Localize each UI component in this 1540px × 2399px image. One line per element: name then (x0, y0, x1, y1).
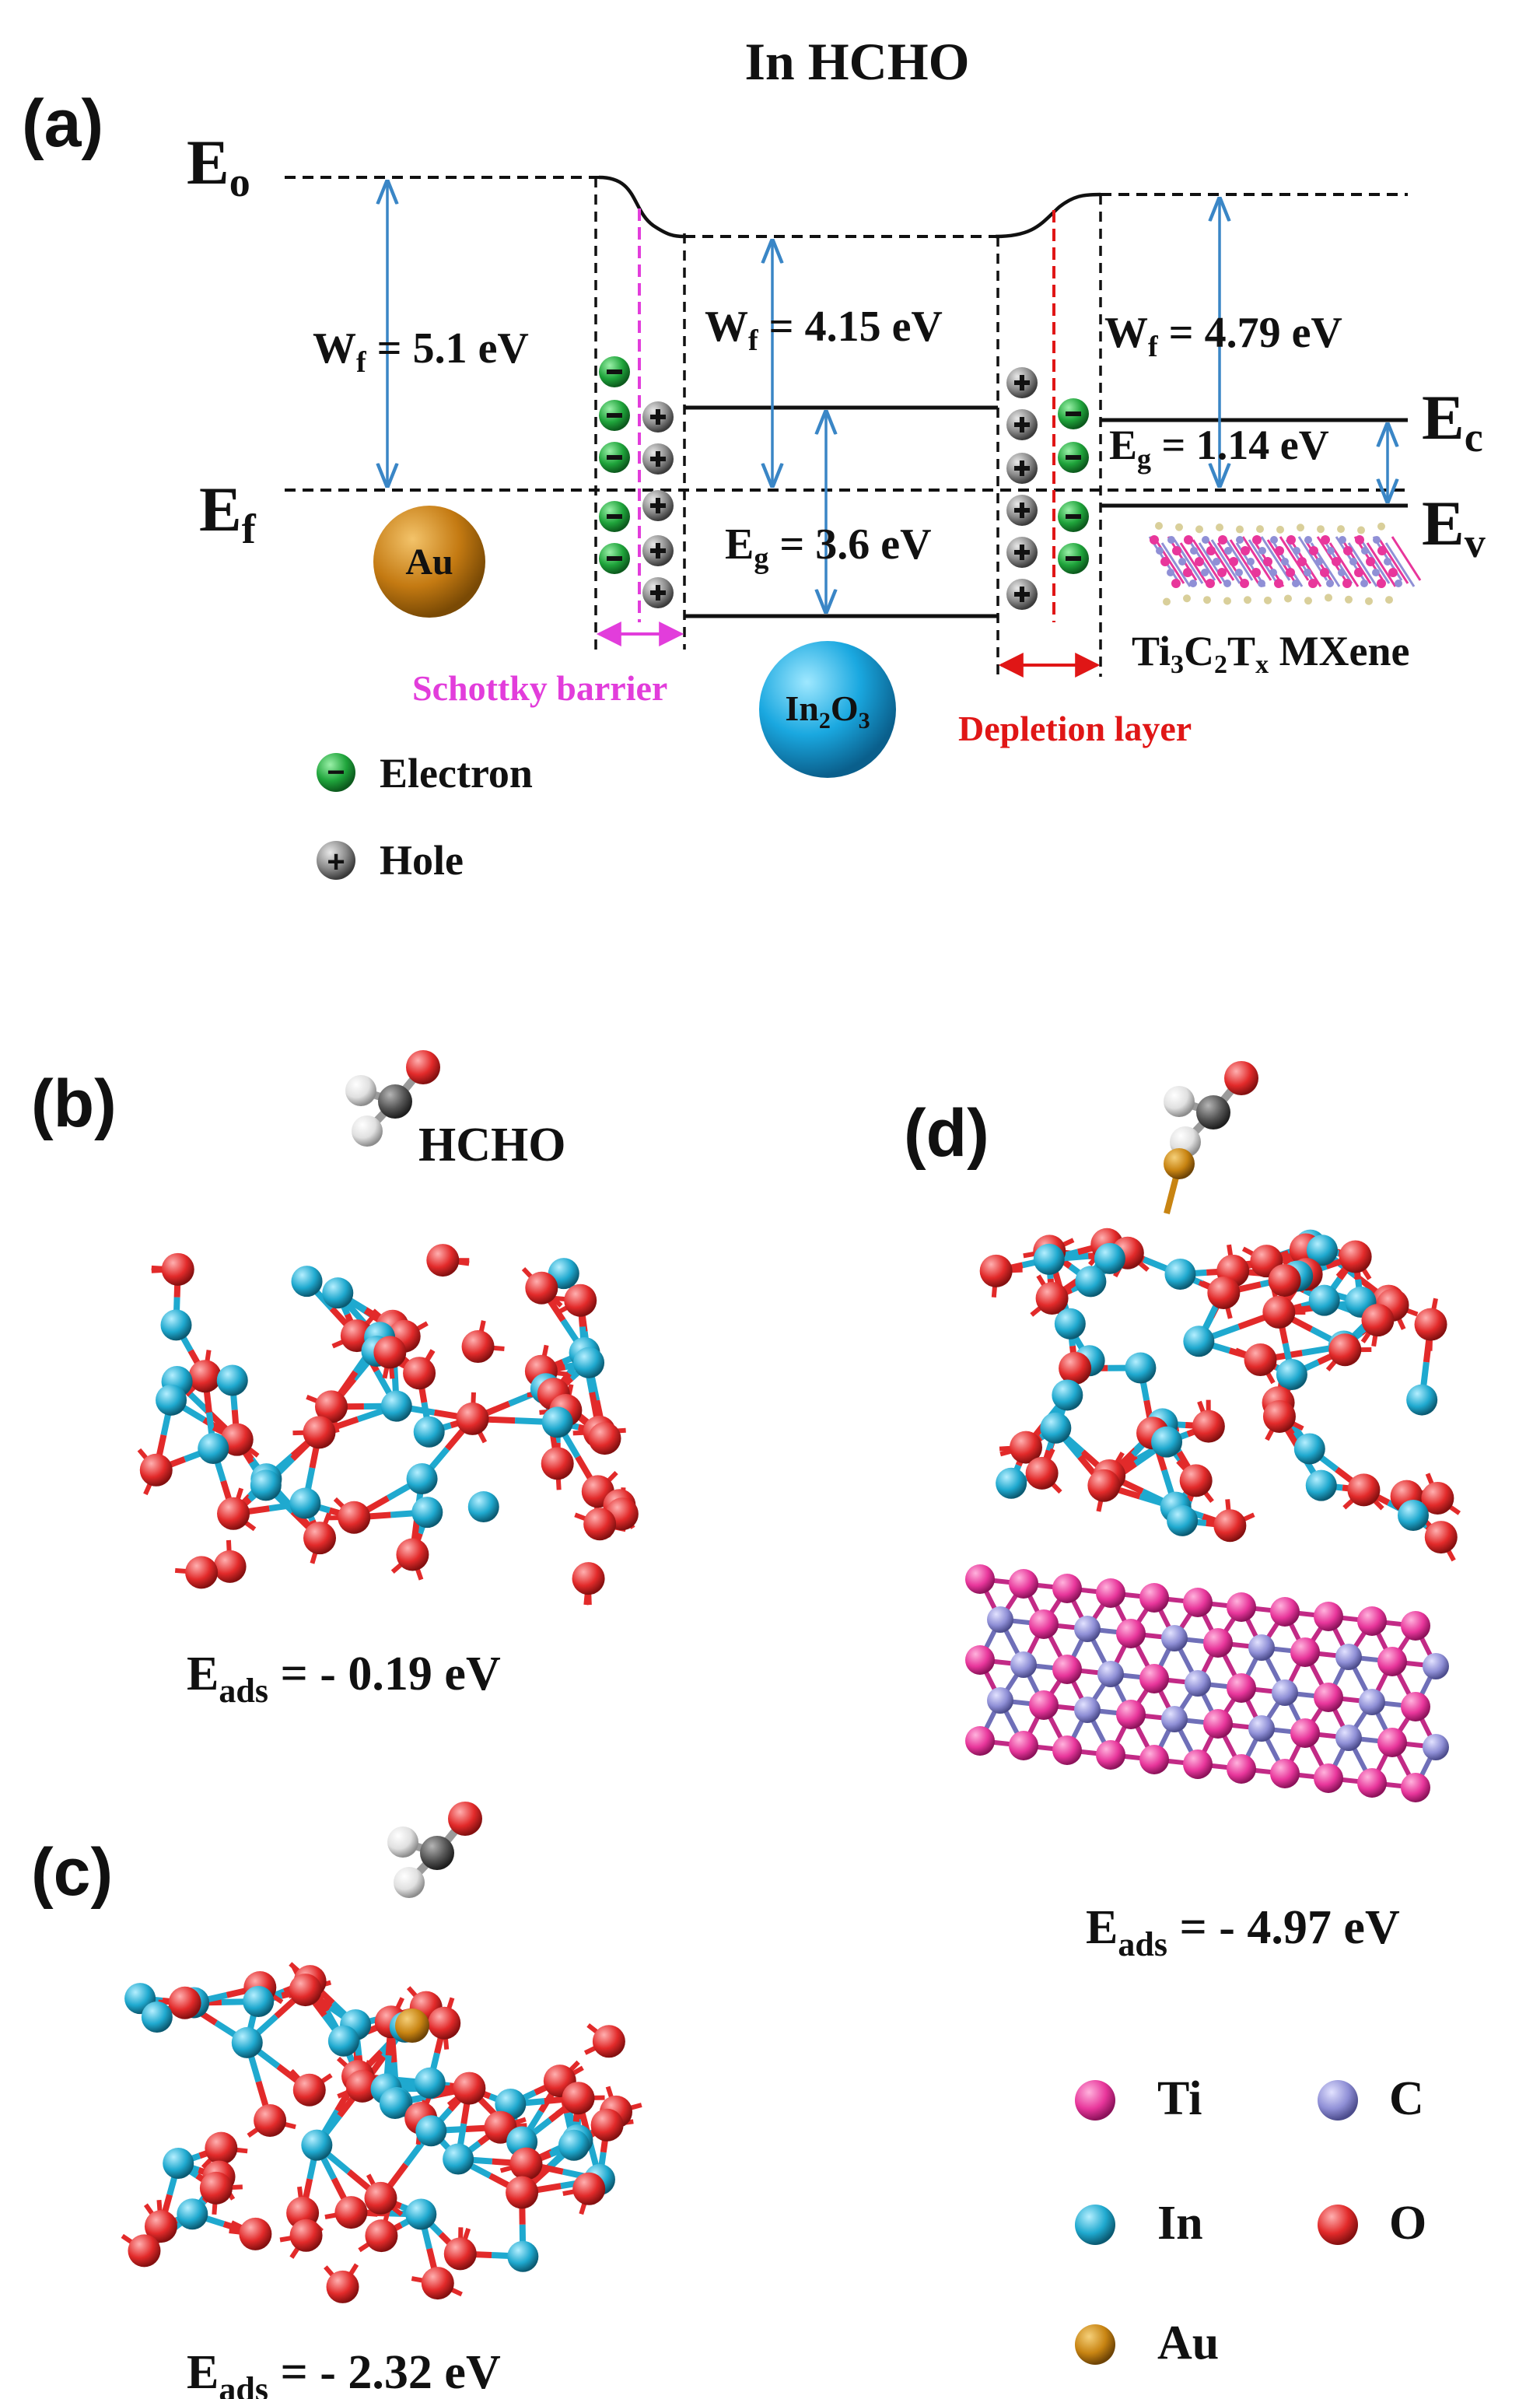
fermi-level-label: Ef (199, 474, 257, 552)
in2o3-cluster-b (137, 1244, 639, 1606)
mxene-eg-label: Eg = 1.14 eV (1109, 422, 1329, 475)
hole-legend-icon (317, 841, 355, 880)
mxene-mini-lattice (1148, 522, 1422, 606)
charge-carriers (599, 356, 1089, 610)
legend-ti-label: Ti (1157, 2072, 1202, 2125)
panel-label-a: (a) (22, 86, 103, 161)
adsorption-energy-d: Eads = - 4.97 eV (1086, 1901, 1400, 1963)
panel-label-b: (b) (31, 1066, 117, 1141)
depletion-layer-label: Depletion layer (958, 709, 1192, 748)
in2o3-sphere-label: In2O3 (785, 688, 870, 734)
electron-legend-sign: − (327, 755, 345, 790)
vacuum-level-line (285, 176, 1408, 238)
electron-carrier (599, 400, 630, 431)
panel-c: (c) Eads = - 2.32 eV (31, 1802, 642, 2399)
electron-carrier (1058, 398, 1089, 429)
legend-au-label: Au (1157, 2317, 1219, 2369)
atom-legend: Ti C In O Au (1075, 2072, 1426, 2369)
electron-legend-icon (317, 753, 355, 792)
hcho-molecule-b (345, 1050, 440, 1147)
in2o3-sphere (759, 641, 896, 778)
adsorption-energy-c: Eads = - 2.32 eV (187, 2346, 501, 2399)
legend-ti-icon (1075, 2080, 1115, 2121)
mxene-slab-d (965, 1564, 1449, 1802)
schottky-barrier-label: Schottky barrier (412, 668, 667, 708)
adsorption-energy-b: Eads = - 0.19 eV (187, 1648, 501, 1710)
hole-carrier (642, 443, 674, 475)
hcho-molecule-c (387, 1802, 482, 1898)
panel-a: In HCHO (a) Eo Ef Ec Ev (22, 32, 1486, 884)
hole-carrier (1006, 495, 1038, 526)
au-sphere (373, 506, 485, 618)
mxene-label: Ti3C2Tx MXene (1132, 628, 1410, 679)
electron-carrier (599, 543, 630, 574)
legend-o-label: O (1389, 2197, 1426, 2250)
electron-carrier (1058, 543, 1089, 574)
conduction-band-label: Ec (1422, 382, 1483, 461)
electron-carrier (599, 356, 630, 387)
vacuum-level-label: Eo (187, 127, 250, 205)
hole-carrier (642, 577, 674, 608)
panel-b: (b) HCHO Eads = - 0.19 eV (31, 1050, 639, 1710)
hole-carrier (1006, 409, 1038, 440)
legend-c-icon (1318, 2080, 1358, 2121)
hole-carrier (642, 490, 674, 521)
hole-carrier (1006, 367, 1038, 398)
panel-label-d: (d) (904, 1096, 989, 1171)
legend-c-label: C (1389, 2072, 1424, 2125)
hole-carrier (1006, 579, 1038, 610)
in2o3-eg-label: Eg = 3.6 eV (725, 520, 932, 575)
electron-carrier (599, 501, 630, 532)
au-wf-label: Wf = 5.1 eV (313, 324, 529, 379)
electron-carrier (1058, 501, 1089, 532)
hcho-label: HCHO (418, 1119, 565, 1171)
figure-title: In HCHO (744, 32, 969, 91)
band-bending-curves (598, 175, 1101, 239)
legend-in-icon (1075, 2205, 1115, 2245)
electron-carrier (599, 442, 630, 473)
au-in2o3-cluster-c (121, 1962, 642, 2303)
in2o3-wf-label: Wf = 4.15 eV (705, 303, 943, 357)
electron-carrier (1058, 442, 1089, 473)
carrier-legend: − Electron + Hole (317, 750, 533, 884)
panel-d: (d) Eads = - 4.97 eV Ti C In O Au (904, 1061, 1461, 2369)
interface-boundaries (594, 177, 1102, 677)
hole-legend-label: Hole (380, 837, 464, 884)
legend-au-icon (1075, 2324, 1115, 2365)
au-in2o3-cluster-d (979, 1148, 1461, 1562)
mxene-wf-label: Wf = 4.79 eV (1104, 309, 1342, 363)
hole-legend-sign: + (327, 845, 345, 879)
valence-band-label: Ev (1422, 488, 1486, 566)
panel-label-c: (c) (31, 1835, 113, 1910)
hcho-molecule-d (1164, 1061, 1258, 1157)
hole-carrier (642, 401, 674, 433)
hole-carrier (642, 535, 674, 566)
electron-legend-label: Electron (380, 750, 533, 797)
legend-in-label: In (1157, 2197, 1203, 2250)
hole-carrier (1006, 453, 1038, 484)
energy-arrows (387, 182, 1388, 611)
legend-o-icon (1318, 2205, 1358, 2245)
hole-carrier (1006, 537, 1038, 568)
au-sphere-label: Au (405, 541, 453, 583)
